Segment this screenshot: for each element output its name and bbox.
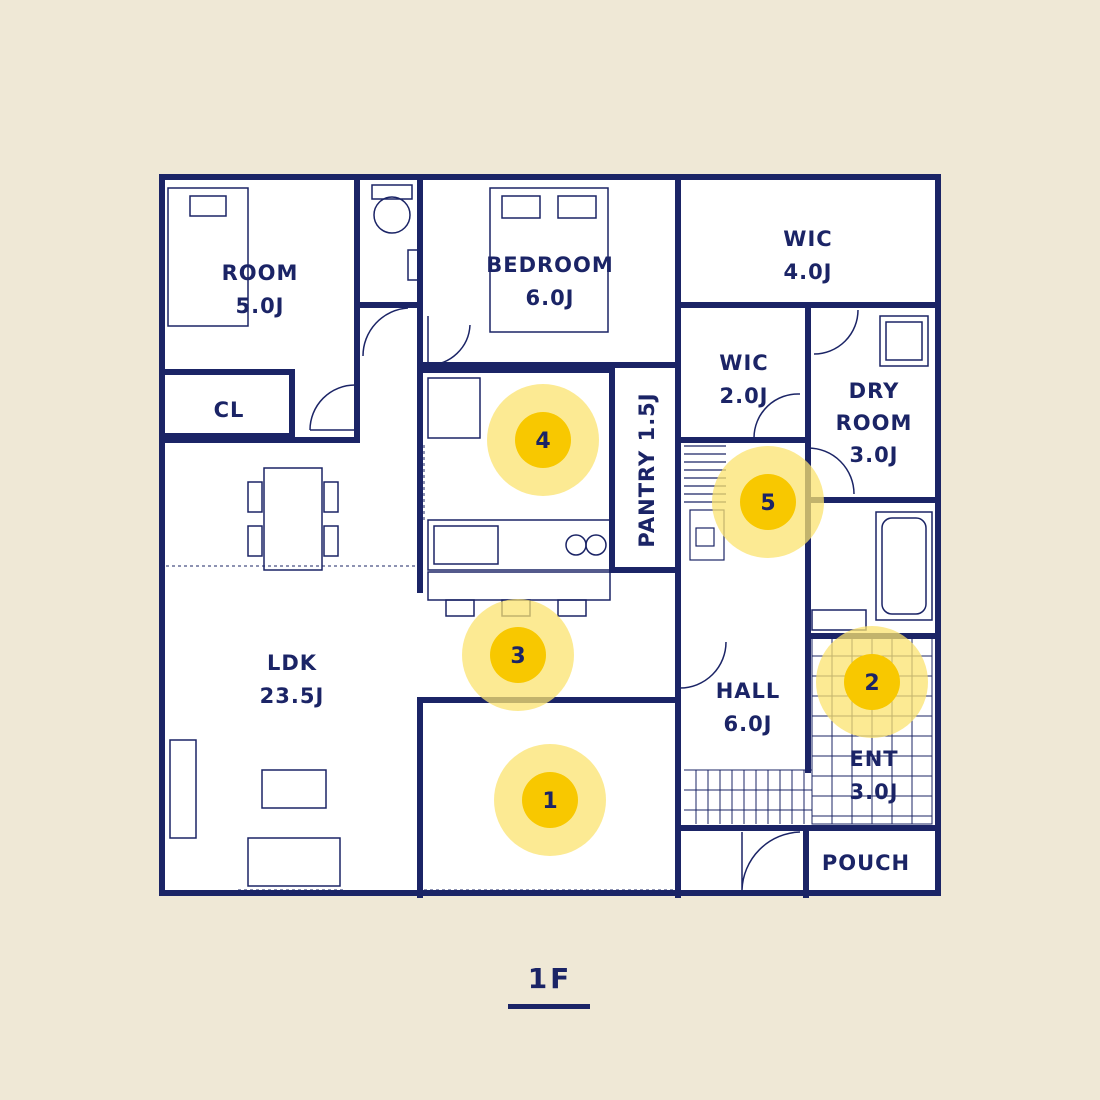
fixtures [167, 184, 933, 887]
marker-number: 1 [542, 789, 557, 814]
pantry-label: PANTRY 1.5J [635, 392, 659, 547]
dry-room-label-2: ROOM [836, 411, 913, 435]
marker-number: 4 [535, 429, 550, 454]
hall-size: 6.0J [723, 712, 772, 736]
pouch-label: POUCH [822, 851, 910, 875]
marker-4[interactable]: 4 [487, 384, 599, 496]
walls [159, 174, 941, 898]
marker-number: 3 [510, 644, 525, 669]
marker-3[interactable]: 3 [462, 599, 574, 711]
marker-2[interactable]: 2 [816, 626, 928, 738]
ldk-label: LDK [267, 651, 317, 675]
marker-1[interactable]: 1 [494, 744, 606, 856]
ent-size: 3.0J [849, 780, 898, 804]
marker-number: 2 [864, 671, 879, 696]
wic-large-size: 4.0J [783, 260, 832, 284]
floor-label-underline [508, 1004, 590, 1009]
ent-label: ENT [849, 747, 898, 771]
bedroom-size: 6.0J [525, 286, 574, 310]
door-swings [309, 307, 859, 891]
marker-number: 5 [760, 491, 775, 516]
ldk-size: 23.5J [260, 684, 325, 708]
floor-label: 1F [528, 962, 573, 995]
wic-large-label: WIC [783, 227, 832, 251]
wic-small-size: 2.0J [719, 384, 768, 408]
bedroom-label: BEDROOM [486, 253, 614, 277]
dry-room-size: 3.0J [849, 443, 898, 467]
open-plan-dividers [166, 250, 681, 891]
hall-label: HALL [716, 679, 781, 703]
dry-room-label: DRY [849, 379, 900, 403]
marker-5[interactable]: 5 [712, 446, 824, 558]
room-size: 5.0J [235, 294, 284, 318]
wic-small-label: WIC [719, 351, 768, 375]
closet-label: CL [214, 398, 245, 422]
room-label: ROOM [222, 261, 299, 285]
